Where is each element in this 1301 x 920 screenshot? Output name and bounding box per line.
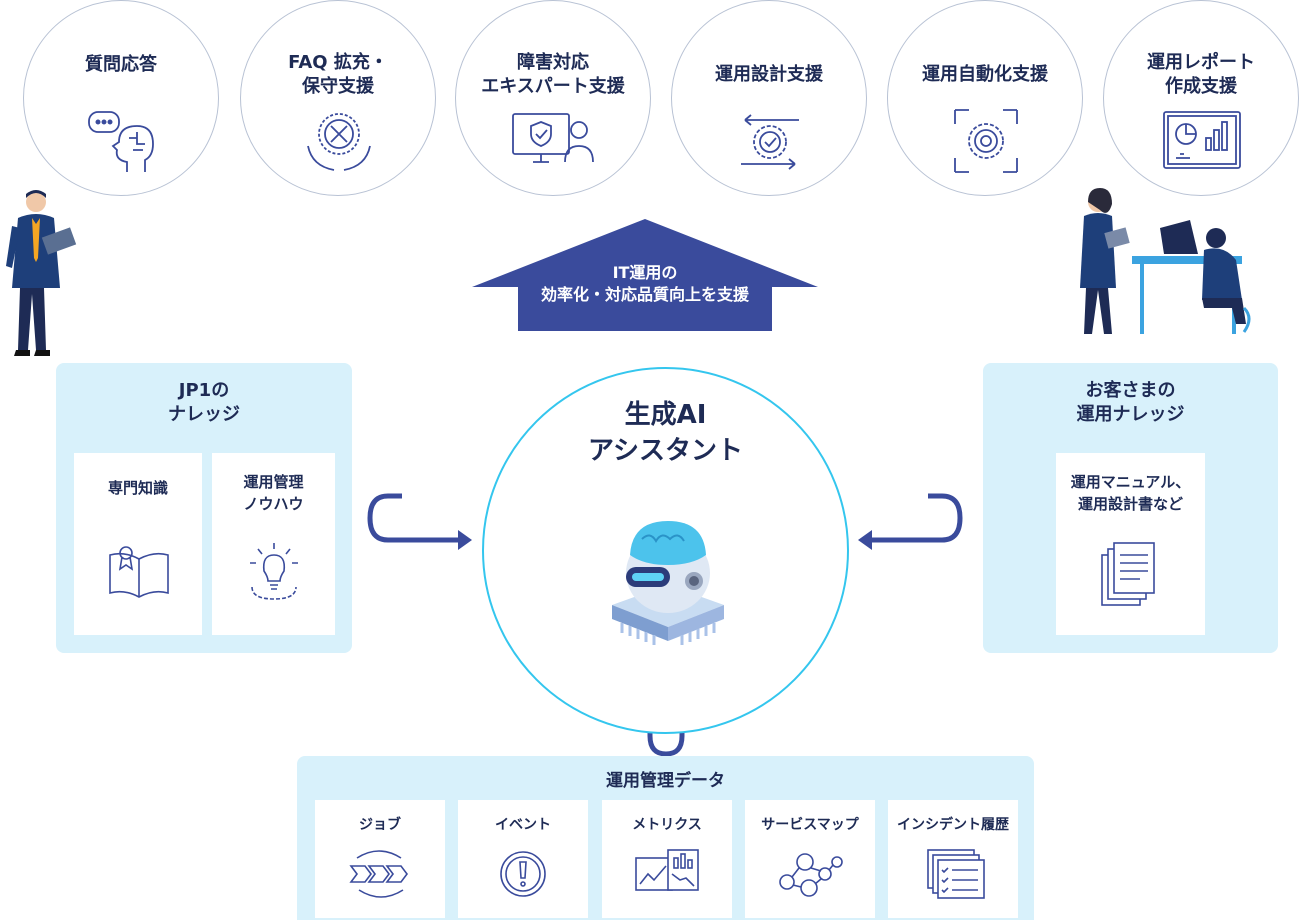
service-qa: 質問応答 <box>23 0 219 196</box>
metrics-label: メトリクス <box>632 817 702 833</box>
incident-history-card: インシデント履歴 <box>888 800 1018 918</box>
wrench-hands-icon <box>307 113 371 171</box>
right-flow-arrow <box>858 493 963 550</box>
event-card: イベント <box>458 800 588 918</box>
support-arrow <box>472 219 818 331</box>
report-chart-icon <box>1163 111 1241 169</box>
service-map-card: サービスマップ <box>745 800 875 918</box>
service-design-label: 運用設計支援 <box>715 64 823 85</box>
manuals-label: 運用マニュアル、 運用設計書など <box>1070 473 1191 513</box>
service-expert-label: 障害対応 エキスパート支援 <box>481 52 625 97</box>
service-faq: FAQ 拡充・ 保守支援 <box>240 0 436 196</box>
jp1-knowledge-panel: JP1の ナレッジ 専門知識 運用管理 ノウハウ <box>56 363 352 653</box>
service-report-label: 運用レポート 作成支援 <box>1147 52 1255 97</box>
incident-list-icon <box>927 849 985 899</box>
jp1-knowledge-title: JP1の ナレッジ <box>168 380 240 425</box>
documents-icon <box>1101 542 1155 606</box>
service-report: 運用レポート 作成支援 <box>1103 0 1299 196</box>
manuals-card: 運用マニュアル、 運用設計書など <box>1056 453 1205 635</box>
operations-data-panel: 運用管理データ ジョブ イベント メトリクス サービスマップ インシデ <box>297 756 1034 920</box>
service-map-icon <box>779 853 843 897</box>
customer-knowledge-title: お客さまの 運用ナレッジ <box>1076 380 1185 425</box>
service-map-label: サービスマップ <box>761 817 859 833</box>
metrics-card: メトリクス <box>602 800 732 918</box>
know-how-card: 運用管理 ノウハウ <box>212 453 335 635</box>
job-card: ジョブ <box>315 800 445 918</box>
service-qa-label: 質問応答 <box>85 54 157 75</box>
expertise-card: 専門知識 <box>74 453 202 635</box>
shield-expert-monitor-icon <box>512 113 594 163</box>
book-icon <box>109 546 169 598</box>
operations-data-title: 運用管理データ <box>606 771 725 791</box>
lightbulb-gear-icon <box>250 543 298 600</box>
metrics-chart-icon <box>635 849 699 891</box>
expertise-label: 専門知識 <box>107 479 168 497</box>
support-arrow-text: IT運用の 効率化・対応品質向上を支援 <box>540 263 749 304</box>
service-automation: 運用自動化支援 <box>887 0 1083 196</box>
ai-robot-icon <box>612 521 724 645</box>
know-how-label: 運用管理 ノウハウ <box>243 473 304 513</box>
incident-history-label: インシデント履歴 <box>897 817 1009 833</box>
event-label: イベント <box>495 817 551 833</box>
left-flow-arrow <box>367 493 472 550</box>
office-workers-illustration <box>1080 188 1251 334</box>
businessman-illustration <box>6 190 77 356</box>
ai-head-chat-icon <box>88 111 154 172</box>
service-expert: 障害対応 エキスパート支援 <box>455 0 651 196</box>
automation-gear-icon <box>954 109 1018 173</box>
customer-knowledge-panel: お客さまの 運用ナレッジ 運用マニュアル、 運用設計書など <box>983 363 1278 653</box>
job-flow-icon <box>349 850 408 898</box>
gear-cycle-icon <box>741 114 799 170</box>
ai-assistant-core: 生成AI アシスタント <box>482 367 849 734</box>
service-design: 運用設計支援 <box>671 0 867 196</box>
service-faq-label: FAQ 拡充・ 保守支援 <box>288 52 388 97</box>
ai-assistant-title: 生成AI アシスタント <box>588 400 743 466</box>
alert-icon <box>500 851 546 897</box>
service-automation-label: 運用自動化支援 <box>922 64 1048 85</box>
job-label: ジョブ <box>359 817 401 833</box>
